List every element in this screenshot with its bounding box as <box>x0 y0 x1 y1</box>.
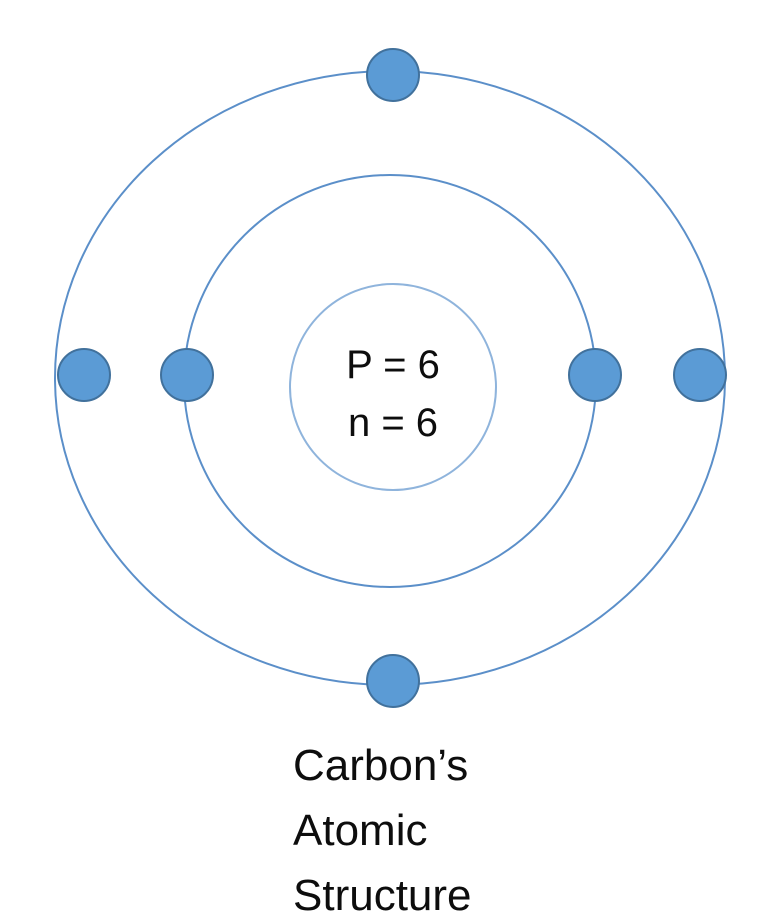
electron-outer-bottom <box>366 654 420 708</box>
electron-outer-left <box>57 348 111 402</box>
caption-line-2: Atomic <box>293 806 427 855</box>
electron-inner-left <box>160 348 214 402</box>
nucleus-circle <box>289 283 497 491</box>
nucleus-proton-label: P = 6 <box>346 343 440 387</box>
electron-inner-right <box>568 348 622 402</box>
nucleus-neutron-label: n = 6 <box>348 401 438 445</box>
caption-line-3: Structure <box>293 871 472 918</box>
electron-outer-right <box>673 348 727 402</box>
caption-line-1: Carbon’s <box>293 741 468 790</box>
electron-outer-top <box>366 48 420 102</box>
